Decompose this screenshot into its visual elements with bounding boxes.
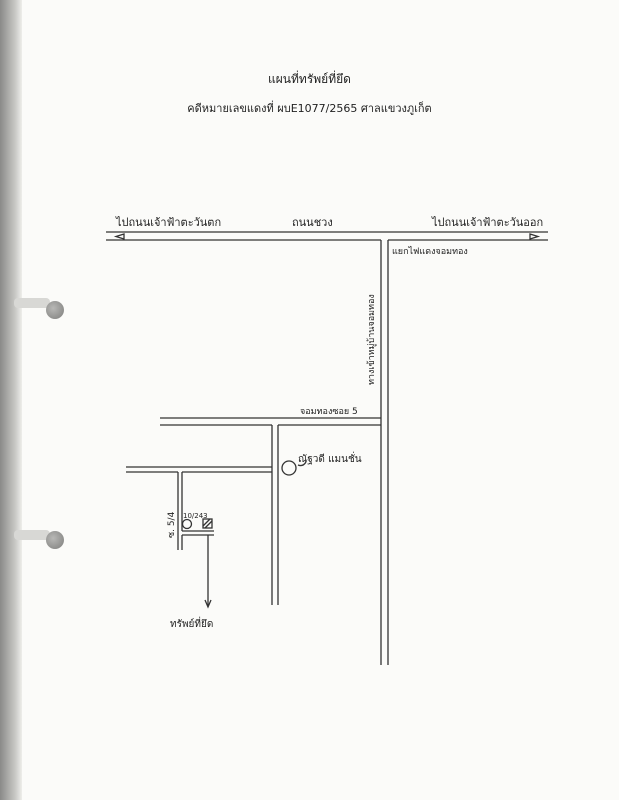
lower-road [126, 466, 272, 473]
main-road-label: ถนนชวง [292, 216, 333, 229]
sub-soi-road [177, 472, 214, 550]
landmark-label: ณัฐวดี แมนชั่น [298, 451, 362, 465]
arrow-down-icon [204, 599, 212, 609]
landmark-marker-icon [281, 460, 297, 476]
seized-property-label: ทรัพย์ที่ยึด [170, 616, 213, 630]
to-west-label: ไปถนนเจ้าฟ้าตะวันตก [115, 216, 221, 229]
village-entrance-label: ทางเข้าหมู่บ้านจอมทอง [366, 294, 377, 385]
document-title: แผนที่ทรัพย์ที่ยึด [268, 72, 351, 86]
house-number-label: 10/243 [183, 512, 208, 520]
landmark-pointer-icon [297, 461, 307, 467]
house-marker-icon [181, 518, 193, 530]
mid-road [271, 425, 279, 605]
seized-property-marker-icon [202, 518, 213, 529]
binder-tab [14, 530, 50, 540]
junction-label: แยกไฟแดงจอมทอง [392, 246, 468, 257]
punch-hole [46, 531, 64, 549]
sub-soi-label: ซ. 5/4 [167, 511, 177, 538]
to-east-label: ไปถนนเจ้าฟ้าตะวันออก [431, 216, 543, 229]
scan-edge [0, 0, 22, 800]
soi-label: จอมทองซอย 5 [300, 407, 358, 417]
soi-5-road [160, 417, 381, 426]
main-road [106, 231, 548, 241]
case-number-line: คดีหมายเลขแดงที่ ผบE1077/2565 ศาลแขวงภูเ… [187, 102, 432, 115]
arrow-east-icon [529, 233, 541, 240]
punch-hole [46, 301, 64, 319]
binder-tab [14, 298, 50, 308]
arrow-west-icon [113, 233, 125, 240]
junction-road [380, 240, 389, 665]
